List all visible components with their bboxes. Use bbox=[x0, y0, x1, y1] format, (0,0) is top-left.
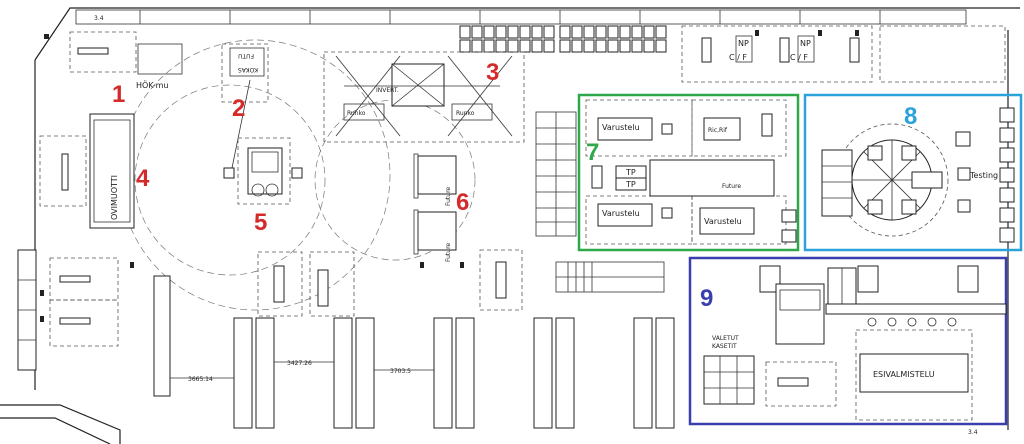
varustelu-3-label: Varustelu bbox=[704, 217, 742, 226]
invertointi-label: INVERT. bbox=[376, 87, 399, 94]
zone-number-8: 8 bbox=[904, 103, 917, 130]
future-small-label: Future bbox=[722, 183, 741, 190]
zone-number-7: 7 bbox=[586, 139, 599, 166]
ric-rif-label: Ric,Rif bbox=[708, 127, 728, 134]
zone-number-4: 4 bbox=[136, 165, 150, 192]
dim-label-top: 3.4 bbox=[94, 15, 104, 22]
hok-label: HÖK-mu bbox=[136, 80, 168, 90]
tp-1-label: TP bbox=[625, 168, 636, 177]
zone-7-border bbox=[577, 93, 800, 252]
area-5-station bbox=[223, 137, 303, 205]
dim-b-label: 3427.26 bbox=[287, 360, 312, 367]
zone-9-contents bbox=[703, 265, 1007, 421]
np-label-2: NP bbox=[800, 39, 811, 48]
area-2-station bbox=[221, 43, 269, 169]
zone-number-1: 1 bbox=[112, 81, 125, 108]
dim-c-label: 3703.5 bbox=[390, 368, 411, 375]
varustelu-2-label: Varustelu bbox=[602, 209, 640, 218]
zone-8-border bbox=[803, 93, 1023, 252]
zone-number-3: 3 bbox=[486, 59, 499, 86]
zone-number-9: 9 bbox=[700, 285, 713, 312]
area-6-station bbox=[413, 153, 457, 255]
np-cf-area bbox=[681, 25, 1006, 83]
staircase bbox=[555, 261, 665, 293]
zone-number-5: 5 bbox=[254, 209, 267, 236]
ovimuotti-label: OVIMUOTTI bbox=[110, 175, 119, 220]
zone-8-contents bbox=[821, 107, 1015, 243]
zone-7-contents bbox=[585, 99, 797, 245]
future-b-label: Future bbox=[445, 243, 452, 262]
futu-label: FUTU bbox=[238, 52, 254, 59]
testing-label: Testing bbox=[969, 171, 998, 180]
top-cabinets bbox=[459, 25, 667, 53]
kasetit-label: KASETIT bbox=[712, 343, 737, 350]
bottom-racks bbox=[170, 317, 675, 429]
future-a-label: Future bbox=[445, 187, 452, 206]
area-4-station bbox=[39, 113, 135, 229]
dim-a-label: 3665.14 bbox=[188, 376, 213, 383]
kokas-label: KOKAS bbox=[238, 66, 258, 73]
valetut-label: VALETUT bbox=[712, 335, 739, 342]
tp-2-label: TP bbox=[625, 180, 636, 189]
dim-label-bottom: 3.4 bbox=[968, 429, 978, 436]
area-1-station bbox=[69, 31, 183, 75]
esivalmistelu-label: ESIVALMISTELU bbox=[873, 370, 935, 379]
zone-9-border bbox=[688, 256, 1008, 426]
building-walls bbox=[0, 7, 1020, 444]
cf-label-1: C / F bbox=[729, 53, 747, 62]
storage-rack bbox=[535, 111, 577, 237]
zone-number-2: 2 bbox=[232, 95, 245, 122]
zone-number-6: 6 bbox=[456, 189, 469, 216]
runko-right-label: Runko bbox=[456, 110, 475, 117]
runko-left-label: Runko bbox=[347, 110, 366, 117]
varustelu-1-label: Varustelu bbox=[602, 123, 640, 132]
np-label-1: NP bbox=[738, 39, 749, 48]
area-3-station bbox=[323, 51, 525, 143]
cf-label-2: C / F bbox=[790, 53, 808, 62]
lower-left-stations bbox=[40, 249, 523, 397]
